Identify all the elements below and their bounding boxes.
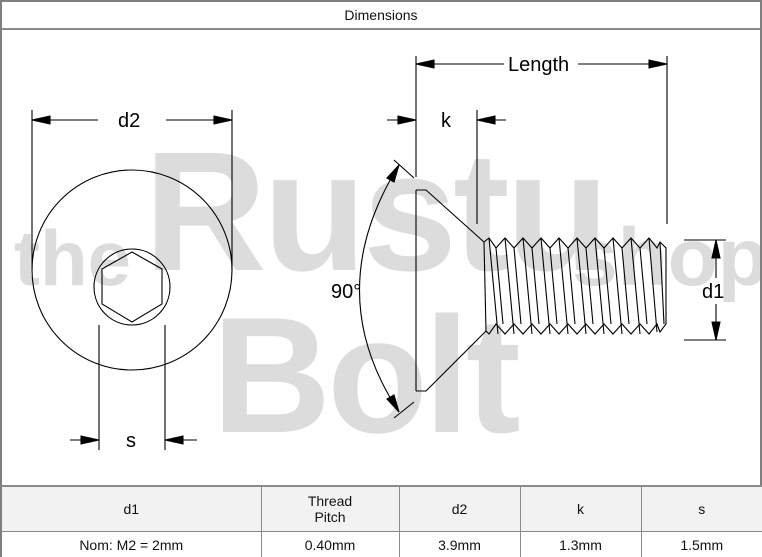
cell-k: 1.3mm xyxy=(519,530,642,557)
cell-d2: 3.9mm xyxy=(398,530,521,557)
s-label: s xyxy=(126,430,136,452)
screw-side-view xyxy=(359,56,726,419)
header-d1: d1 xyxy=(2,485,262,532)
socket-circle xyxy=(93,248,171,326)
cell-d1: Nom: M2 = 2mm xyxy=(2,530,262,557)
header-s: s xyxy=(640,485,762,532)
watermark-rusty: Rustu xyxy=(144,117,606,307)
k-label: k xyxy=(441,110,452,132)
panel-title: Dimensions xyxy=(2,2,760,30)
cell-thread-pitch: 0.40mm xyxy=(260,530,400,557)
countersunk-head xyxy=(416,189,485,243)
header-k: k xyxy=(519,485,642,532)
hex-socket-icon xyxy=(101,251,163,323)
length-label: Length xyxy=(508,54,569,76)
watermark-logo: the Rustu Bolt shop xyxy=(14,117,760,467)
watermark-bolt: Bolt xyxy=(212,283,519,467)
angle-label: 90° xyxy=(331,281,361,303)
d1-label: d1 xyxy=(702,281,724,303)
d2-label: d2 xyxy=(118,110,140,132)
header-d2: d2 xyxy=(398,485,521,532)
technical-drawing: the Rustu Bolt shop xyxy=(2,32,760,484)
table-row: Nom: M2 = 2mm 0.40mm 3.9mm 1.3mm 1.5mm xyxy=(2,530,762,557)
thread-body xyxy=(483,237,667,335)
screw-top-view xyxy=(31,110,233,450)
cell-s: 1.5mm xyxy=(640,530,762,557)
